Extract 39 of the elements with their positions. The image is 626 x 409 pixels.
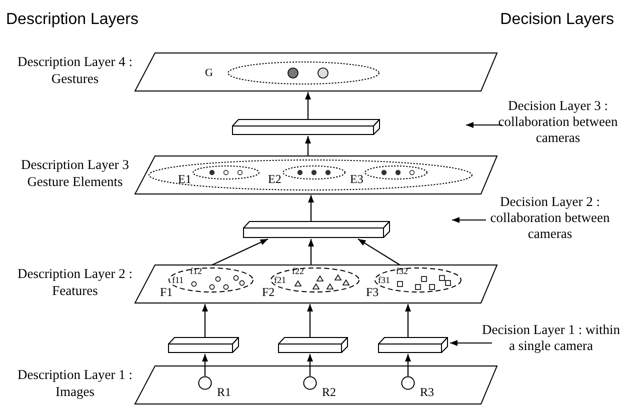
arrow bbox=[450, 340, 492, 346]
arrow bbox=[304, 92, 312, 119]
camera-label: R3 bbox=[420, 385, 434, 399]
arrow bbox=[452, 216, 486, 224]
feature-group-label: F1 bbox=[160, 285, 173, 299]
feature-label: f32 bbox=[396, 267, 408, 276]
layer-label: Description Layer 2 : Features bbox=[16, 265, 134, 299]
arrow bbox=[304, 136, 312, 156]
column-heading: Decision Layers bbox=[500, 10, 614, 30]
element-label: E1 bbox=[178, 172, 192, 186]
element-label: E3 bbox=[350, 172, 364, 186]
layer-label: Description Layer 3 Gesture Elements bbox=[20, 156, 130, 190]
arrow bbox=[404, 304, 412, 337]
arrow bbox=[358, 238, 400, 266]
feature-label: f22 bbox=[292, 267, 304, 276]
arrow bbox=[306, 354, 314, 376]
arrow bbox=[308, 195, 314, 221]
camera-label: R1 bbox=[217, 385, 232, 399]
feature-label: f11 bbox=[172, 276, 184, 285]
arrow bbox=[212, 238, 268, 266]
arrow bbox=[466, 122, 502, 128]
decision-layer-label: Decision Layer 1 : within a single camera bbox=[481, 322, 621, 354]
feature-group-label: F2 bbox=[262, 285, 275, 299]
column-heading: Description Layers bbox=[6, 10, 138, 30]
gesture-label: G bbox=[205, 66, 213, 81]
decision-layer-label: Decision Layer 3 : collaboration between cameras bbox=[497, 98, 619, 146]
feature-label: f31 bbox=[378, 276, 390, 285]
arrow bbox=[404, 354, 412, 376]
feature-group-label: F3 bbox=[366, 285, 379, 299]
arrow bbox=[308, 239, 314, 265]
arrow bbox=[202, 354, 208, 376]
element-label: E2 bbox=[268, 172, 282, 186]
layer-label: Description Layer 1 : Images bbox=[16, 366, 134, 400]
feature-label: f21 bbox=[274, 276, 286, 285]
decision-layer-label: Decision Layer 2 : collaboration between cameras bbox=[489, 194, 611, 242]
arrow bbox=[306, 304, 314, 337]
camera-label: R2 bbox=[322, 385, 336, 399]
layer-label: Description Layer 4 : Gestures bbox=[16, 53, 134, 87]
arrow bbox=[202, 304, 208, 337]
